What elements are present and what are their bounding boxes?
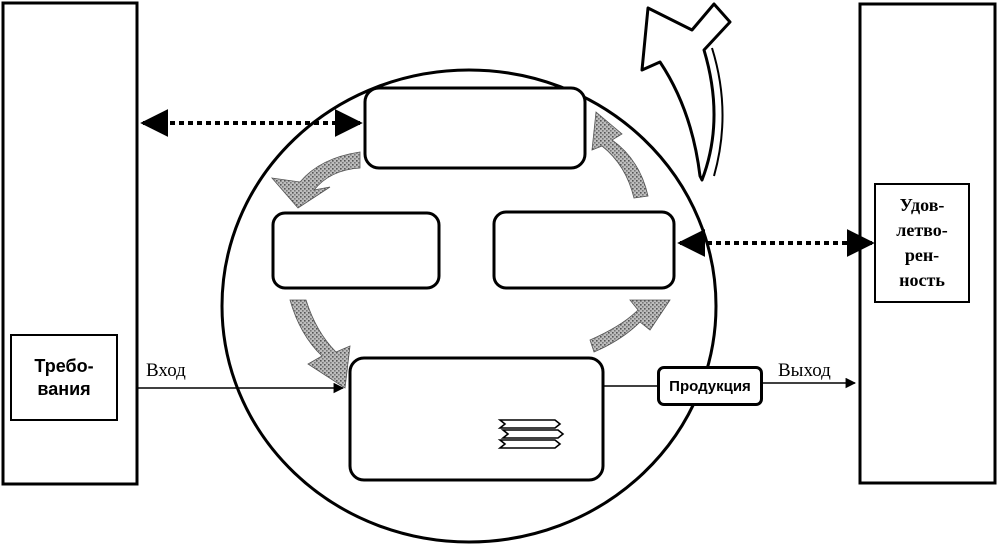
middle-right-box: [492, 210, 676, 290]
stack-icon: [497, 419, 565, 449]
satisfaction-box: Удов- летво- рен- ность: [874, 183, 970, 303]
satisfaction-label: Удов- летво- рен- ность: [896, 195, 948, 290]
product-box: Продукция: [657, 366, 763, 406]
top-box: [363, 86, 587, 170]
requirements-label: Требо- вания: [34, 355, 94, 399]
output-label: Выход: [778, 360, 831, 381]
cycle-arrow-right-top: [591, 111, 649, 199]
improvement-arrow: [640, 2, 732, 182]
input-label: Вход: [146, 360, 186, 381]
process-circle: [220, 68, 718, 544]
bottom-box: [348, 356, 605, 482]
middle-left-box: [271, 211, 441, 290]
cycle-arrow-left-bottom: [289, 299, 351, 389]
improvement-arrow-inner: [711, 47, 724, 177]
cycle-arrow-top-left: [270, 151, 361, 209]
requirements-box: Требо- вания: [10, 334, 118, 421]
cycle-arrow-bottom-right: [589, 299, 671, 353]
